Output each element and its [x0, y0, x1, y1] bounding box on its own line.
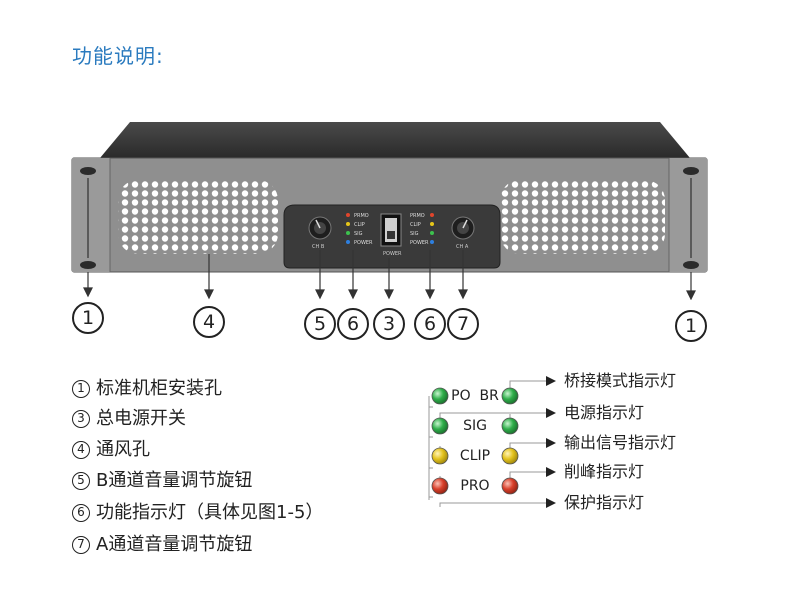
legend-number: 5: [72, 472, 90, 490]
callout-1-right: 1: [675, 310, 707, 342]
led-label: CLIP: [354, 222, 365, 228]
callout-6-left: 6: [337, 308, 369, 340]
clip-label: CLIP: [459, 448, 491, 464]
vent-grille-left: [118, 180, 278, 254]
callout-1-left: 1: [72, 302, 104, 334]
led-label: SIG: [354, 231, 363, 237]
callout-7: 7: [447, 308, 479, 340]
legend-text: A通道音量调节旋钮: [96, 534, 253, 555]
po-led-icon: [431, 387, 449, 405]
pro-label: PRO: [460, 478, 490, 494]
led-label: POWER: [410, 240, 429, 246]
clip-desc: 削峰指示灯: [564, 462, 645, 481]
legend-number: 4: [72, 441, 90, 459]
legend-item: 5 B通道音量调节旋钮: [72, 468, 252, 494]
protect-desc: 保护指示灯: [564, 493, 645, 512]
legend-number: 1: [72, 380, 90, 398]
sig-led-left-icon: [431, 417, 449, 435]
legend-number: 3: [72, 410, 90, 428]
callout-5: 5: [304, 308, 336, 340]
clip-led-right-icon: [501, 447, 519, 465]
led-label: PRMO: [410, 213, 425, 219]
bridge-mode-desc: 桥接模式指示灯: [564, 371, 677, 390]
led-label: PRMO: [354, 213, 369, 219]
led-icon: [346, 240, 350, 244]
led-icon: [430, 231, 434, 235]
legend-item: 1 标准机柜安装孔: [72, 376, 222, 402]
legend-number: 7: [72, 536, 90, 554]
knob-a-label: CH A: [456, 244, 469, 250]
legend-text: 标准机柜安装孔: [96, 378, 222, 399]
pro-led-right-icon: [501, 477, 519, 495]
legend-item: 7 A通道音量调节旋钮: [72, 532, 252, 558]
callout-4: 4: [193, 306, 225, 338]
po-br-label: PO BR: [451, 388, 499, 404]
vent-grille-right: [500, 180, 665, 254]
rack-hole-icon: [683, 261, 699, 269]
legend-number: 6: [72, 504, 90, 522]
led-label: CLIP: [410, 222, 421, 228]
legend-text: 通风孔: [96, 439, 150, 460]
led-icon: [346, 222, 350, 226]
rack-hole-icon: [80, 167, 96, 175]
sig-label: SIG: [463, 418, 487, 434]
legend-text: 功能指示灯（具体见图1-5）: [96, 502, 324, 523]
legend-item: 3 总电源开关: [72, 406, 186, 432]
callout-6-right: 6: [414, 308, 446, 340]
page-title: 功能说明:: [72, 44, 164, 68]
led-icon: [346, 213, 350, 217]
led-label: SIG: [410, 231, 419, 237]
led-icon: [430, 240, 434, 244]
legend-text: B通道音量调节旋钮: [96, 470, 253, 491]
br-led-icon: [501, 387, 519, 405]
signal-desc: 输出信号指示灯: [564, 433, 677, 452]
rack-hole-icon: [80, 261, 96, 269]
callout-3: 3: [373, 308, 405, 340]
led-icon: [430, 222, 434, 226]
knob-b-label: CH B: [312, 244, 325, 250]
rack-hole-icon: [683, 167, 699, 175]
legend-item: 6 功能指示灯（具体见图1-5）: [72, 500, 323, 526]
pro-led-left-icon: [431, 477, 449, 495]
led-icon: [430, 213, 434, 217]
sig-led-right-icon: [501, 417, 519, 435]
led-label: POWER: [354, 240, 373, 246]
legend-item: 4 通风孔: [72, 437, 150, 463]
power-switch-label: POWER: [383, 251, 402, 257]
led-icon: [346, 231, 350, 235]
legend-text: 总电源开关: [96, 408, 186, 429]
clip-led-left-icon: [431, 447, 449, 465]
amplifier-diagram: CH B CH A PRMO CLIP SIG POWER PRMO CLIP …: [71, 122, 708, 300]
chassis-top: [100, 122, 690, 158]
power-desc: 电源指示灯: [564, 403, 645, 422]
